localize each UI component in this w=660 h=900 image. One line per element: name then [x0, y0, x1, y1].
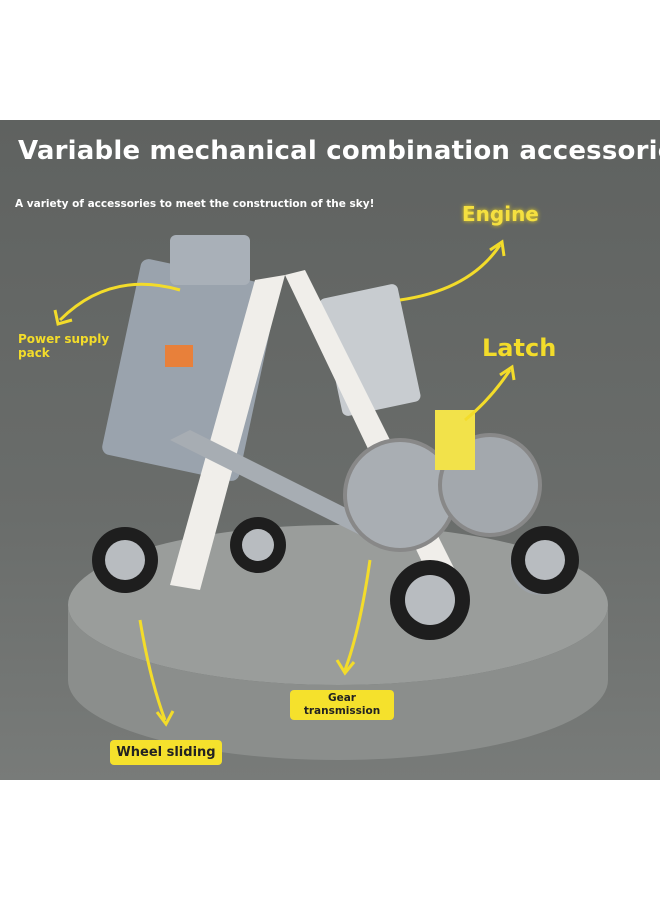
label-power-supply: Power supply pack: [18, 332, 110, 360]
product-panel: Variable mechanical combination accessor…: [0, 120, 660, 780]
label-wheel-sliding: Wheel sliding: [110, 740, 222, 765]
wheel-right: [511, 526, 579, 594]
wheel-rear: [230, 517, 286, 573]
battery-connector: [170, 235, 250, 285]
wheel-left: [92, 527, 158, 593]
podium-side: [68, 605, 608, 760]
beam-left: [170, 275, 285, 590]
product-illustration: [53, 235, 608, 760]
latch-part: [435, 410, 475, 470]
label-latch: Latch: [482, 334, 557, 362]
callout-arrows: [53, 239, 516, 727]
beam-cross: [170, 430, 400, 550]
label-gear-transmission: Gear transmission: [290, 690, 394, 720]
label-engine: Engine: [462, 202, 539, 226]
wheel-front: [390, 560, 470, 640]
page-title: Variable mechanical combination accessor…: [18, 136, 660, 166]
battery-switch: [165, 345, 193, 367]
subtitle: A variety of accessories to meet the con…: [15, 198, 375, 210]
